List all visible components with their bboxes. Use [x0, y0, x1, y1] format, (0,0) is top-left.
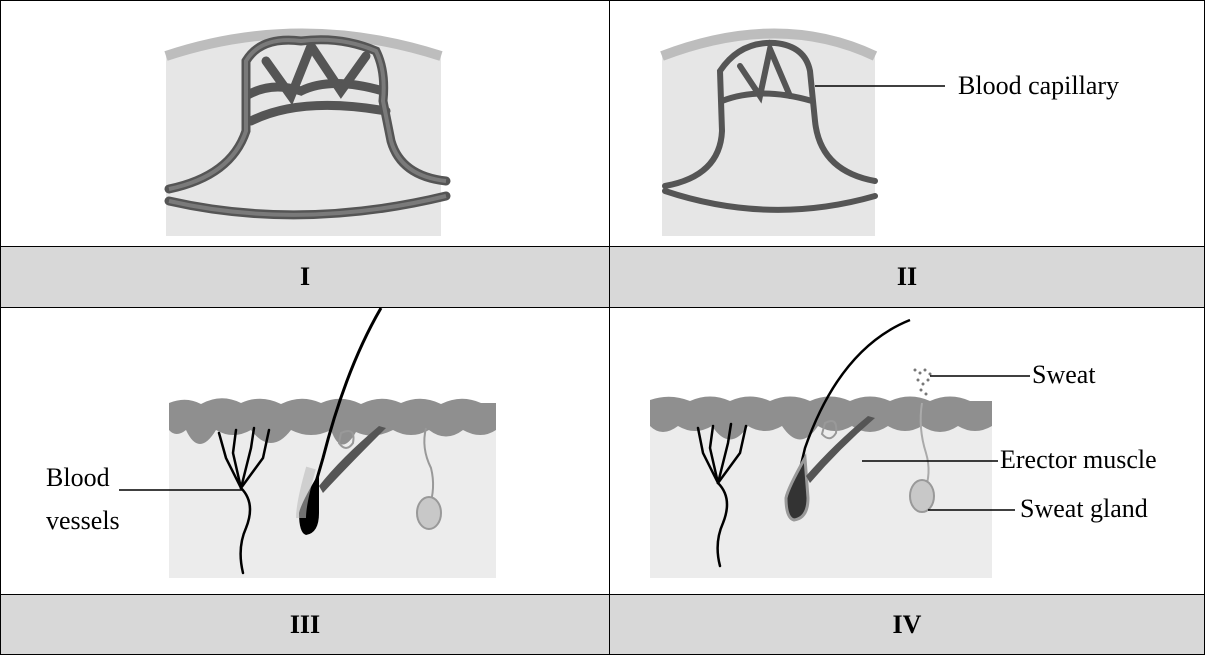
panel-1	[0, 0, 610, 247]
panel-1-caption-text: I	[300, 262, 310, 292]
capillary-diagram-1	[1, 1, 610, 247]
blood-vessels-label-line2: vessels	[46, 506, 120, 536]
sweat-droplets	[914, 369, 932, 396]
panel-4: Sweat Erector muscle Sweat gland	[609, 307, 1205, 595]
panel-1-caption: I	[0, 246, 610, 308]
skin-diagram-3	[1, 308, 610, 595]
capillary-diagram-2	[610, 1, 1205, 247]
erector-muscle-label: Erector muscle	[1000, 445, 1157, 475]
sweat-gland-label: Sweat gland	[1020, 494, 1148, 524]
blood-vessels-label-line1: Blood	[46, 463, 110, 493]
panel-2-caption: II	[609, 246, 1205, 308]
panel-4-caption-text: IV	[893, 610, 922, 640]
panel-3: Blood vessels	[0, 307, 610, 595]
panel-3-caption-text: III	[290, 610, 320, 640]
panel-2: Blood capillary	[609, 0, 1205, 247]
blood-capillary-label: Blood capillary	[958, 71, 1119, 101]
panel-4-caption: IV	[609, 594, 1205, 655]
panel-3-caption: III	[0, 594, 610, 655]
sweat-label: Sweat	[1032, 360, 1096, 390]
panel-2-caption-text: II	[897, 262, 917, 292]
